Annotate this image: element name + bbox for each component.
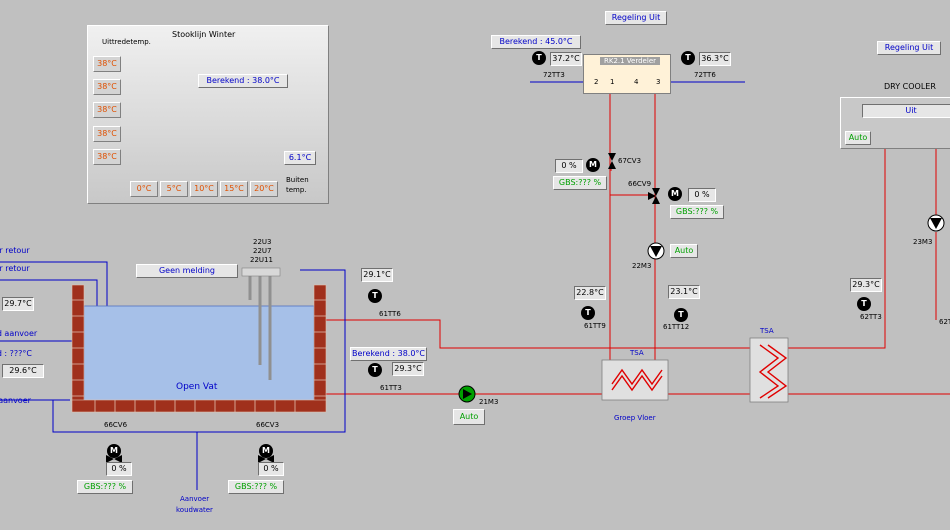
valve-66cv6-gbs: GBS:??? %: [77, 480, 133, 494]
temperature-icon: T: [857, 297, 871, 311]
curve-y-input-2[interactable]: 38°C: [93, 79, 121, 95]
vat-temp-1: 29.7°C: [2, 297, 34, 311]
drycooler-regeling[interactable]: Regeling Uit: [877, 41, 941, 55]
72tt3-label: 72TT3: [543, 71, 565, 79]
62tt3-value: 29.3°C: [850, 278, 882, 292]
left-label-1: Koudwater retour: [0, 246, 30, 255]
vat-status: Geen melding: [136, 264, 238, 278]
valve-67cv3-percent: 0 %: [555, 159, 583, 173]
verdeler-title: RK2.1 Verdeler: [600, 57, 660, 65]
temperature-icon: T: [681, 51, 695, 65]
stooklijn-calculated: Berekend : 38.0°C: [198, 74, 288, 88]
valve-66cv9-percent: 0 %: [688, 188, 716, 202]
stooklijn-x-label-2: temp.: [286, 186, 307, 194]
valve-icon[interactable]: [106, 454, 122, 464]
left-label-3: Koud aanvoer: [0, 329, 38, 338]
left-label-2: Koudwater retour: [0, 264, 30, 273]
valve-66cv3-label: 66CV3: [256, 421, 280, 429]
temperature-icon: T: [581, 306, 595, 320]
verdeler-port-4: 4: [634, 78, 639, 86]
tt3-value: 29.3°C: [392, 362, 424, 376]
curve-x-input-1[interactable]: 0°C: [130, 181, 158, 197]
vat-temp-2: 29.6°C: [2, 364, 44, 378]
heat-exchanger-tsa-1[interactable]: [602, 360, 668, 400]
pump-23m3-label: 23M3: [913, 238, 933, 246]
hx-group-label: Groep Vloer: [614, 414, 656, 422]
curve-x-input-3[interactable]: 10°C: [190, 181, 218, 197]
valve-66cv3-gbs: GBS:??? %: [228, 480, 284, 494]
valve-66cv9-label: 66CV9: [628, 180, 652, 188]
72tt3-value: 37.2°C: [550, 52, 582, 66]
pump-22m3-label: 22M3: [632, 262, 652, 270]
temperature-icon: T: [674, 308, 688, 322]
motor-icon[interactable]: M: [259, 444, 273, 458]
pump-23m3-icon[interactable]: [928, 215, 944, 231]
temperature-icon: T: [532, 51, 546, 65]
drycooler-state[interactable]: Uit: [862, 104, 950, 118]
tt6-value: 29.1°C: [361, 268, 393, 282]
hx-tsa-label-2: TSA: [760, 327, 774, 335]
drycooler-title: DRY COOLER: [884, 82, 936, 91]
sensor-label-22u3: 22U3: [253, 238, 272, 246]
pump-21m3-icon[interactable]: [459, 386, 475, 402]
tt3-calculated: Berekend : 38.0°C: [350, 347, 427, 361]
72tt6-value: 36.3°C: [699, 52, 731, 66]
62tt3-label: 62TT3: [860, 313, 882, 321]
stooklijn-title: Stooklijn Winter: [172, 30, 236, 39]
heat-exchanger-tsa-2[interactable]: [750, 338, 788, 402]
valve-66cv6-label: 66CV6: [104, 421, 128, 429]
tt12-label: 61TT12: [663, 323, 690, 331]
curve-y-input-5[interactable]: 38°C: [93, 149, 121, 165]
supply-label-1: Aanvoer: [180, 495, 210, 503]
left-label-4: Koud : ???°C: [0, 349, 32, 358]
pump-22m3-auto-button[interactable]: Auto: [670, 244, 698, 258]
62tt-edge-label: 62T: [939, 318, 950, 326]
valve-66cv6-percent: 0 %: [106, 462, 132, 476]
verdeler-calculated: Berekend : 45.0°C: [491, 35, 581, 49]
sensor-label-22u11: 22U11: [250, 256, 273, 264]
pump-22m3-icon[interactable]: [648, 243, 664, 259]
drycooler-auto-button[interactable]: Auto: [845, 131, 871, 145]
hx-tsa-label-1: TSA: [630, 349, 644, 357]
valve-67cv3-label: 67CV3: [618, 157, 642, 165]
tt3-label: 61TT3: [380, 384, 402, 392]
tt12-value: 23.1°C: [668, 285, 700, 299]
left-label-5: Water aanvoer: [0, 396, 31, 405]
curve-y-input-3[interactable]: 38°C: [93, 102, 121, 118]
valve-icon[interactable]: [258, 454, 274, 464]
open-vat-tank[interactable]: [84, 306, 314, 401]
supply-label-2: koudwater: [176, 506, 213, 514]
valve-67cv3-gbs: GBS:??? %: [553, 176, 607, 190]
temperature-icon: T: [368, 289, 382, 303]
curve-x-input-2[interactable]: 5°C: [160, 181, 188, 197]
tt9-label: 61TT9: [584, 322, 606, 330]
verdeler-port-2: 2: [594, 78, 599, 86]
stooklijn-panel: [87, 25, 329, 204]
sensor-label-22u7: 22U7: [253, 247, 272, 255]
valve-icon[interactable]: [648, 187, 662, 205]
vat-name: Open Vat: [176, 382, 218, 392]
stooklijn-outside-temp: 6.1°C: [284, 151, 316, 165]
motor-icon[interactable]: M: [668, 187, 682, 201]
valve-66cv3-percent: 0 %: [258, 462, 284, 476]
temperature-icon: T: [368, 363, 382, 377]
stooklijn-x-label-1: Buiten: [286, 176, 309, 184]
tt6-label: 61TT6: [379, 310, 401, 318]
regeling-status[interactable]: Regeling Uit: [605, 11, 667, 25]
stooklijn-y-label: Uittredetemp.: [102, 38, 151, 46]
pump-21m3-auto-button[interactable]: Auto: [453, 409, 485, 425]
curve-y-input-4[interactable]: 38°C: [93, 126, 121, 142]
72tt6-label: 72TT6: [694, 71, 716, 79]
curve-x-input-4[interactable]: 15°C: [220, 181, 248, 197]
tt9-value: 22.8°C: [574, 286, 606, 300]
curve-y-input-1[interactable]: 38°C: [93, 56, 121, 72]
motor-icon[interactable]: M: [107, 444, 121, 458]
valve-icon[interactable]: [607, 152, 617, 170]
valve-66cv9-gbs: GBS:??? %: [670, 205, 724, 219]
motor-icon[interactable]: M: [586, 158, 600, 172]
verdeler-port-3: 3: [656, 78, 661, 86]
verdeler-port-1: 1: [610, 78, 615, 86]
curve-x-input-5[interactable]: 20°C: [250, 181, 278, 197]
pump-21m3-label: 21M3: [479, 398, 499, 406]
